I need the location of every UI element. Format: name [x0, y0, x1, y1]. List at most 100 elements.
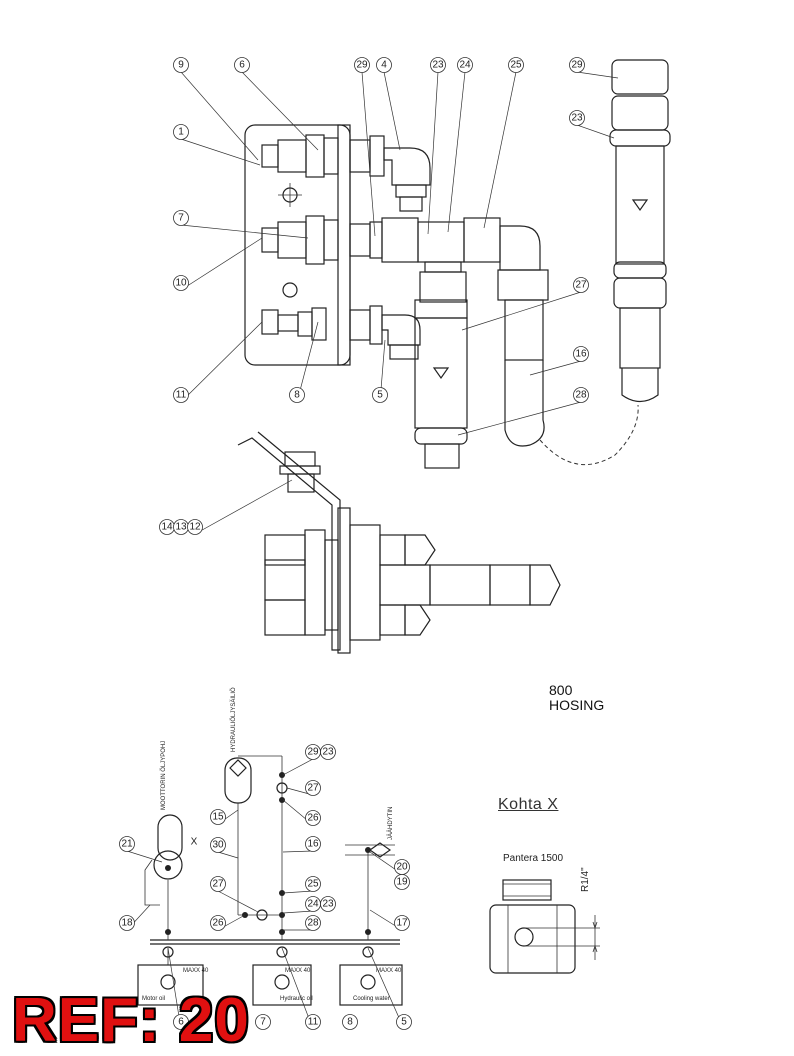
- callout-leader: [217, 851, 239, 859]
- callout-bubble: [573, 387, 589, 403]
- callout-leader: [180, 138, 261, 166]
- callout-bubble: [255, 1014, 271, 1030]
- top-assembly: [244, 59, 671, 469]
- callout-number: 30: [212, 840, 224, 851]
- callout-number: 24: [307, 899, 319, 910]
- callout-bubble: [305, 876, 321, 892]
- callout-number: 27: [575, 280, 587, 291]
- callout-number: 8: [294, 390, 300, 401]
- callout-bubble: [320, 744, 336, 760]
- callout-leader: [180, 321, 263, 403]
- drawing-title: 800 HOSING: [549, 683, 604, 713]
- kohta-x-detail: [489, 879, 600, 974]
- callout-leader: [180, 224, 309, 239]
- callout-bubble: [234, 57, 250, 73]
- callout-number: 5: [401, 1017, 407, 1028]
- callout-bubble: [119, 836, 135, 852]
- callout-leader: [241, 71, 319, 151]
- callout-bubble: [305, 1014, 321, 1030]
- callout-bubble: [430, 57, 446, 73]
- callout-leader: [180, 71, 259, 161]
- callout-bubble: [396, 1014, 412, 1030]
- hydrauli-label: HYDRAULIÖLJYSÄILIÖ: [230, 687, 237, 752]
- callout-number: 16: [575, 349, 587, 360]
- callout-number: 17: [396, 918, 408, 929]
- callout-leader: [576, 71, 619, 79]
- side-view-assembly: [237, 431, 561, 654]
- callout-number: 21: [121, 839, 133, 850]
- callout-bubble: [508, 57, 524, 73]
- check-valve-left: [414, 299, 468, 469]
- callout-bubble: [305, 810, 321, 826]
- callout-number: 23: [322, 899, 334, 910]
- callout-leader: [217, 890, 259, 913]
- callout-number: 5: [377, 390, 383, 401]
- fitting-row-3: [261, 305, 421, 360]
- callout-number: 20: [396, 862, 408, 873]
- callout-bubble: [457, 57, 473, 73]
- callout-bubble: [342, 1014, 358, 1030]
- callout-number: 29: [356, 60, 368, 71]
- callout-number: 27: [307, 783, 319, 794]
- callout-number: 1: [178, 127, 184, 138]
- callout-leader: [483, 71, 517, 229]
- cooling-water-label: Cooling water: [353, 996, 390, 1002]
- callout-number: 7: [260, 1017, 266, 1028]
- hose-dashed-route: [539, 404, 639, 466]
- fitting-row-2: [261, 215, 541, 303]
- callout-leader: [457, 401, 582, 436]
- callout-leader: [529, 360, 582, 376]
- callout-number: 18: [121, 918, 133, 929]
- callout-bubble: [210, 915, 226, 931]
- callout-number: 25: [307, 879, 319, 890]
- callout-leader: [576, 124, 615, 139]
- callout-leader: [126, 850, 163, 863]
- callout-bubble: [173, 124, 189, 140]
- bracket: [237, 431, 341, 651]
- callout-leader: [461, 291, 582, 331]
- plate-hole: [282, 282, 298, 298]
- callout-leader: [427, 71, 439, 235]
- callout-number: 12: [189, 522, 201, 533]
- jaahdytin-label: JÄÄHDYTIN: [387, 807, 394, 840]
- plate-flange: [337, 124, 351, 366]
- callout-number: 9: [178, 60, 184, 71]
- sensor-tag-3: MAXX 40: [376, 968, 402, 974]
- callout-bubble: [187, 519, 203, 535]
- callout-bubble: [394, 874, 410, 890]
- callout-bubble: [573, 346, 589, 362]
- callout-number: 7: [178, 213, 184, 224]
- x-mark: X: [191, 837, 198, 848]
- callout-number: 24: [459, 60, 471, 71]
- callout-number: 19: [396, 877, 408, 888]
- callout-number: 6: [178, 1017, 184, 1028]
- callout-bubble: [173, 1014, 189, 1030]
- callout-leader: [180, 237, 263, 291]
- schematic: Motor oil Hydraulic oil Cooling water MA…: [137, 687, 403, 1006]
- callout-bubble: [305, 836, 321, 852]
- right-assembly: [609, 59, 671, 403]
- callout-bubble: [210, 837, 226, 853]
- callout-leader: [282, 890, 314, 894]
- detail-thread: R1/4": [580, 867, 591, 892]
- callout-bubble: [354, 57, 370, 73]
- callout-leader: [282, 850, 314, 853]
- detail-title: Kohta X: [498, 796, 559, 813]
- callout-bubble: [305, 915, 321, 931]
- callout-bubble: [173, 275, 189, 291]
- callout-leader: [281, 947, 314, 1030]
- callout-bubble: [394, 915, 410, 931]
- callout-bubble: [376, 57, 392, 73]
- callout-number: 13: [175, 522, 187, 533]
- callout-number: 4: [381, 60, 387, 71]
- callout-bubble: [173, 387, 189, 403]
- callout-leader: [367, 947, 405, 1030]
- callout-bubble: [573, 277, 589, 293]
- title-line-2: HOSING: [549, 697, 605, 713]
- callout-number: 14: [161, 522, 173, 533]
- callout-bubble: [372, 387, 388, 403]
- ref-label: REF: 20: [12, 986, 250, 1055]
- callout-number: 16: [307, 839, 319, 850]
- hydraulic-oil-label: Hydraulic oil: [280, 996, 313, 1002]
